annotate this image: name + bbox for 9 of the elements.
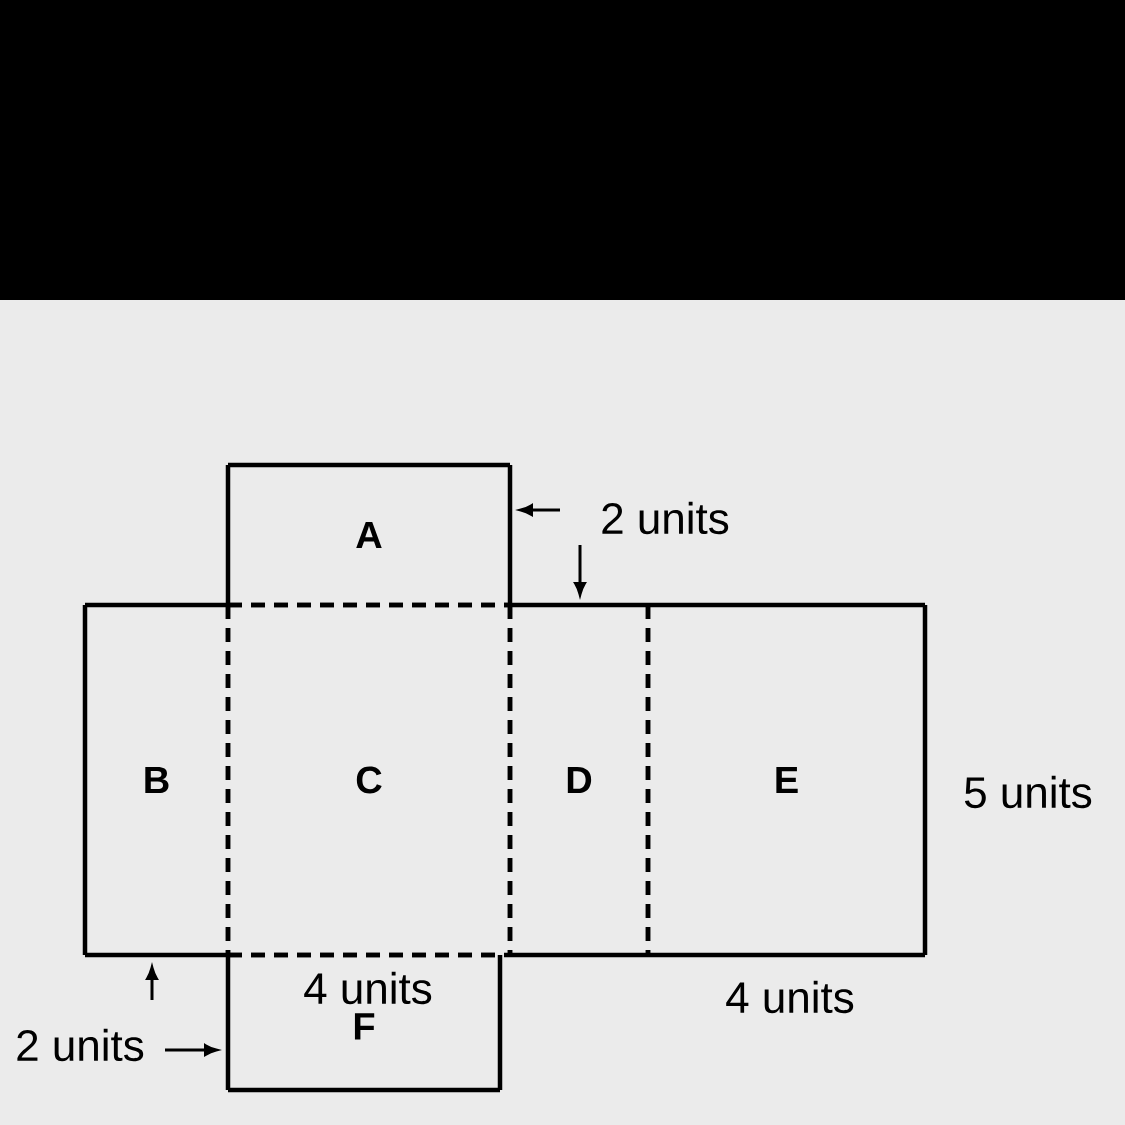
net-face: D	[507, 602, 651, 958]
net-face: C	[225, 602, 513, 958]
dimension-label: 2 units	[17, 1028, 144, 1062]
dimension-label: 2 units	[602, 501, 729, 535]
dimension-label: 4 units	[726, 980, 854, 1014]
net-face: B	[82, 602, 231, 958]
net-face: E	[645, 602, 928, 958]
dimension-label: 4 units	[304, 971, 432, 1005]
net-face: A	[225, 462, 513, 608]
